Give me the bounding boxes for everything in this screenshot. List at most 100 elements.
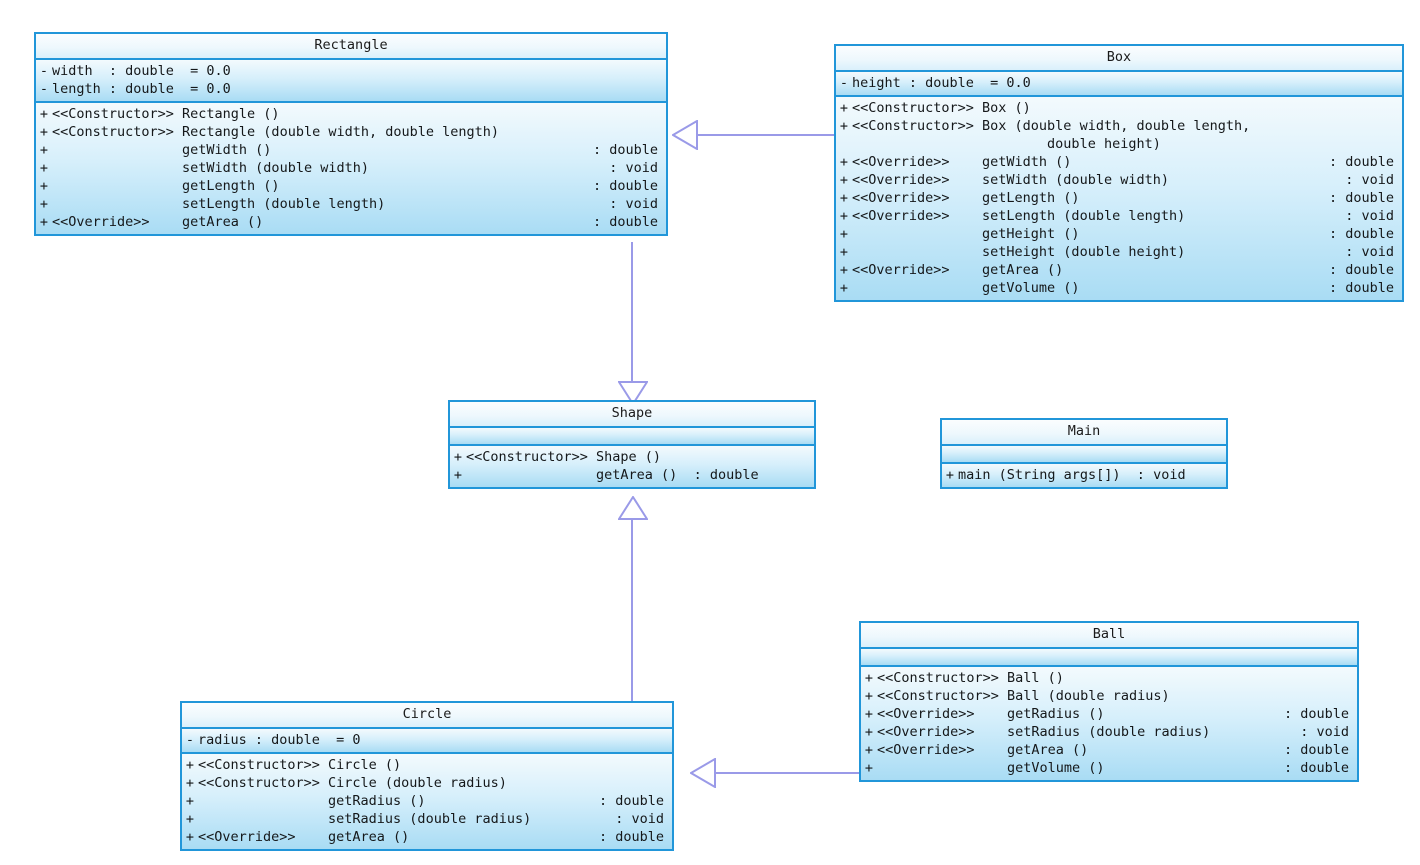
return-type: : double [592,178,658,194]
member-signature: getLength () [182,178,280,194]
stereotype-label: <<Override>> [877,724,975,740]
member-signature: getArea () [1007,742,1089,758]
return-type: : double [592,214,658,230]
visibility-marker: - [39,63,49,79]
visibility-marker: + [839,172,849,188]
return-type: : void [1345,244,1394,260]
visibility-marker: + [453,467,463,483]
member-row: +<<Constructor>>Box (double width, doubl… [836,117,1402,135]
class-box-main[interactable]: Main +main (String args[]) : void [940,418,1228,489]
visibility-marker: + [839,208,849,224]
member-signature: setWidth (double width) [182,160,369,176]
member-row: +getVolume (): double [861,759,1357,777]
class-name-main: Main [942,420,1226,446]
member-signature: getHeight () [982,226,1080,242]
visibility-marker: + [39,142,49,158]
visibility-marker: + [39,178,49,194]
return-type: : double [598,829,664,845]
stereotype-label: <<Constructor>> [198,757,320,773]
visibility-marker: - [839,75,849,91]
return-type: : double [1283,706,1349,722]
operations-compartment-shape: +<<Constructor>>Shape ()+getArea () : do… [450,446,814,487]
member-signature: getArea () [328,829,410,845]
return-type: : double [592,142,658,158]
return-type: : double [1328,154,1394,170]
member-row: +<<Constructor>>Ball (double radius) [861,687,1357,705]
member-row: +getHeight (): double [836,225,1402,243]
member-row: +<<Override>> setWidth (double width) : vo… [836,171,1402,189]
member-signature: Circle (double radius) [328,775,507,791]
stereotype-label: <<Constructor>> [877,670,999,686]
class-name-shape: Shape [450,402,814,428]
stereotype-label: <<Override>> [852,208,950,224]
class-box-shape[interactable]: Shape +<<Constructor>>Shape ()+getArea (… [448,400,816,489]
member-row: +<<Constructor>>Circle (double radius) [182,774,672,792]
attributes-compartment-shape [450,428,814,446]
member-row: +<<Constructor>>Ball () [861,669,1357,687]
attributes-compartment-rectangle: -width : double = 0.0-length : double = … [36,60,666,103]
class-box-rectangle[interactable]: Rectangle -width : double = 0.0-length :… [34,32,668,236]
stereotype-label: <<Override>> [877,742,975,758]
member-signature: setLength (double length) [182,196,386,212]
member-signature: height : double = 0.0 [852,75,1031,91]
class-box-circle[interactable]: Circle -radius : double = 0 +<<Construct… [180,701,674,851]
stereotype-label: <<Override>> [852,190,950,206]
visibility-marker: + [39,214,49,230]
member-signature: main (String args[]) : void [958,467,1186,483]
member-row: +getWidth (): double [36,141,666,159]
member-signature: getVolume () [982,280,1080,296]
return-type: : void [609,196,658,212]
member-row: -height : double = 0.0 [836,74,1402,92]
return-type: : void [615,811,664,827]
operations-compartment-ball: +<<Constructor>>Ball ()+<<Constructor>>B… [861,667,1357,780]
member-signature: radius : double = 0 [198,732,361,748]
stereotype-label: <<Override>> [852,154,950,170]
member-row: double height) [836,135,1402,153]
member-row: +<<Constructor>>Circle () [182,756,672,774]
member-row: +<<Override>>setRadius (double radius): … [861,723,1357,741]
visibility-marker: + [185,775,195,791]
stereotype-label: <<Override>> [852,172,950,188]
visibility-marker: - [39,81,49,97]
visibility-marker: + [945,467,955,483]
return-type: : double [1283,760,1349,776]
member-signature: setHeight (double height) [982,244,1186,260]
class-name-box: Box [836,46,1402,72]
member-signature: getLength () [982,190,1080,206]
visibility-marker: + [864,760,874,776]
member-signature: getArea () [982,262,1064,278]
stereotype-label: <<Constructor>> [852,100,974,116]
visibility-marker: + [839,244,849,260]
attributes-compartment-box: -height : double = 0.0 [836,72,1402,97]
return-type: : void [1345,172,1394,188]
generalization-arrow-box-to-rectangle [672,120,698,150]
visibility-marker: + [39,124,49,140]
stereotype-label: <<Constructor>> [852,118,974,134]
member-signature: width : double = 0.0 [52,63,231,79]
class-box-box[interactable]: Box -height : double = 0.0 +<<Constructo… [834,44,1404,302]
connector-ball-to-circle-line [715,772,859,774]
class-box-ball[interactable]: Ball +<<Constructor>>Ball ()+<<Construct… [859,621,1359,782]
generalization-arrow-rectangle-to-shape [618,381,648,405]
member-signature: Rectangle (double width, double length) [182,124,500,140]
member-row: +setWidth (double width): void [36,159,666,177]
class-name-circle: Circle [182,703,672,729]
member-row: + getArea () : double [450,466,814,484]
member-signature: Rectangle () [182,106,280,122]
visibility-marker: + [185,757,195,773]
return-type: : double [1283,742,1349,758]
visibility-marker: + [864,742,874,758]
member-signature: getArea () : double [596,467,759,483]
stereotype-label: <<Constructor>> [466,449,588,465]
return-type: : void [1300,724,1349,740]
return-type: : double [1328,226,1394,242]
member-row: +<<Constructor>>Rectangle (double width,… [36,123,666,141]
visibility-marker: + [185,811,195,827]
member-signature: setWidth (double width) [982,172,1169,188]
visibility-marker: + [185,829,195,845]
stereotype-label: <<Override>> [198,829,296,845]
member-row: + getLength () : double [36,177,666,195]
stereotype-label: <<Constructor>> [52,106,174,122]
member-row: +<<Override>> getArea () : double [861,741,1357,759]
